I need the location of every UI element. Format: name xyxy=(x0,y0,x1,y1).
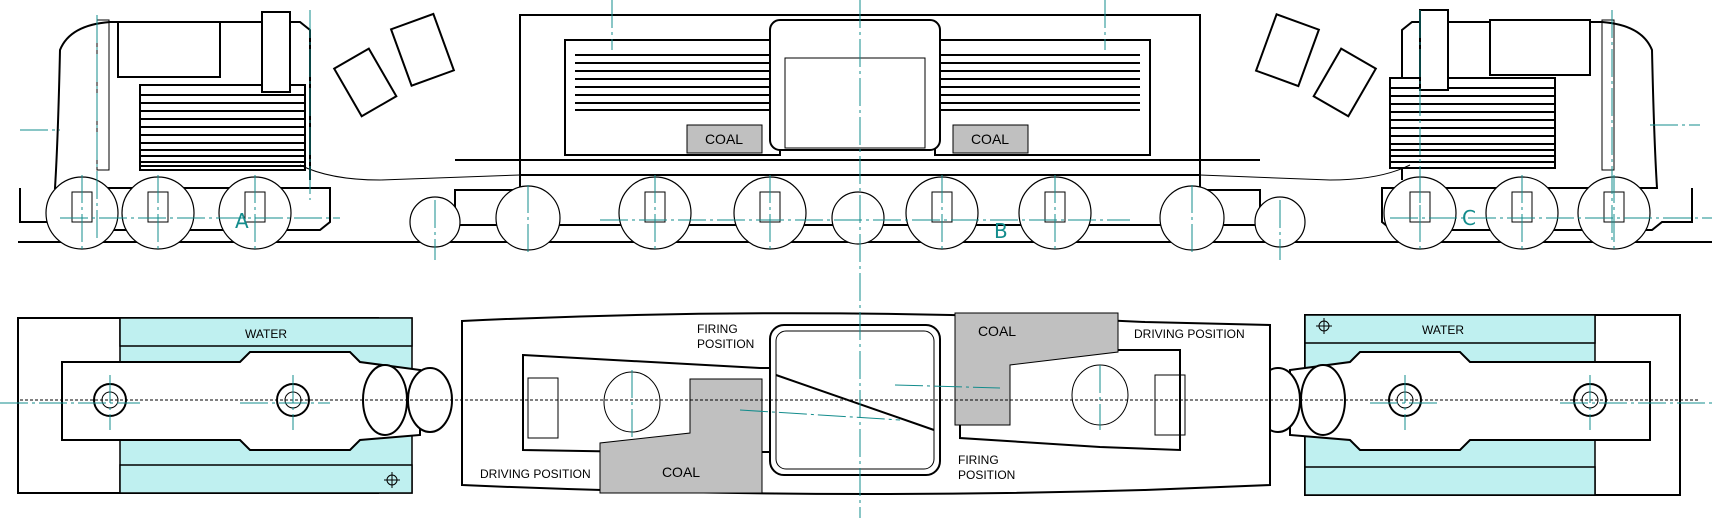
front-water-footer xyxy=(119,464,413,494)
coal-bunker-left: COAL xyxy=(686,124,763,154)
front-radiator-fins xyxy=(140,94,305,167)
front-dome xyxy=(261,11,291,93)
rear-articulated-joint xyxy=(1254,13,1378,118)
cab-divider xyxy=(775,374,935,431)
rear-radiator xyxy=(1389,77,1556,169)
rear-engine-frame xyxy=(1289,351,1651,451)
central-cab xyxy=(769,19,941,151)
rear-pipe xyxy=(1601,19,1615,171)
water-label: WATER xyxy=(1422,323,1464,337)
right-firebox-door xyxy=(1154,374,1186,436)
rear-tank-top xyxy=(1489,19,1591,76)
front-engine-frame xyxy=(61,351,421,451)
rear-dome xyxy=(1419,9,1449,91)
coal-bunker-plan-left: COAL xyxy=(599,378,763,494)
front-tank-top xyxy=(117,21,221,78)
coal-label: COAL xyxy=(971,131,1009,147)
rear-radiator-fins xyxy=(1390,87,1555,163)
front-articulated-joint xyxy=(332,12,456,118)
driving-position-label: DRIVING POSITION xyxy=(1134,327,1245,341)
rear-water-header xyxy=(1304,314,1596,344)
front-water-header xyxy=(119,317,413,347)
elevation-centerlines xyxy=(20,0,1712,260)
steam-pipes xyxy=(299,164,1411,181)
coal-bunker-plan-right: COAL xyxy=(954,312,1119,426)
coal-label: COAL xyxy=(705,131,743,147)
left-firebox-door xyxy=(527,377,559,439)
cab-window xyxy=(784,57,926,149)
crosshair-icons xyxy=(384,318,1332,488)
water-label: WATER xyxy=(245,327,287,341)
firing-position-label: POSITION xyxy=(958,468,1015,482)
plan-view: WATER WATER COAL xyxy=(0,312,1712,496)
firing-position-label: FIRING xyxy=(697,322,738,336)
wheels xyxy=(45,176,1651,251)
unit-label-a: A xyxy=(235,209,249,233)
coal-label: COAL xyxy=(978,323,1016,339)
boiler-tubes xyxy=(575,54,1140,111)
unit-label-b: B xyxy=(994,219,1008,243)
rear-water-footer xyxy=(1304,466,1596,496)
driving-position-label: DRIVING POSITION xyxy=(480,467,591,481)
wheel xyxy=(831,191,885,245)
firing-position-label: FIRING xyxy=(958,453,999,467)
coal-label: COAL xyxy=(662,464,700,480)
coal-bunker-right: COAL xyxy=(952,124,1029,154)
elevation-view: COAL COAL A xyxy=(18,0,1712,260)
firing-position-label: POSITION xyxy=(697,337,754,351)
plan-centerlines xyxy=(0,365,1712,440)
